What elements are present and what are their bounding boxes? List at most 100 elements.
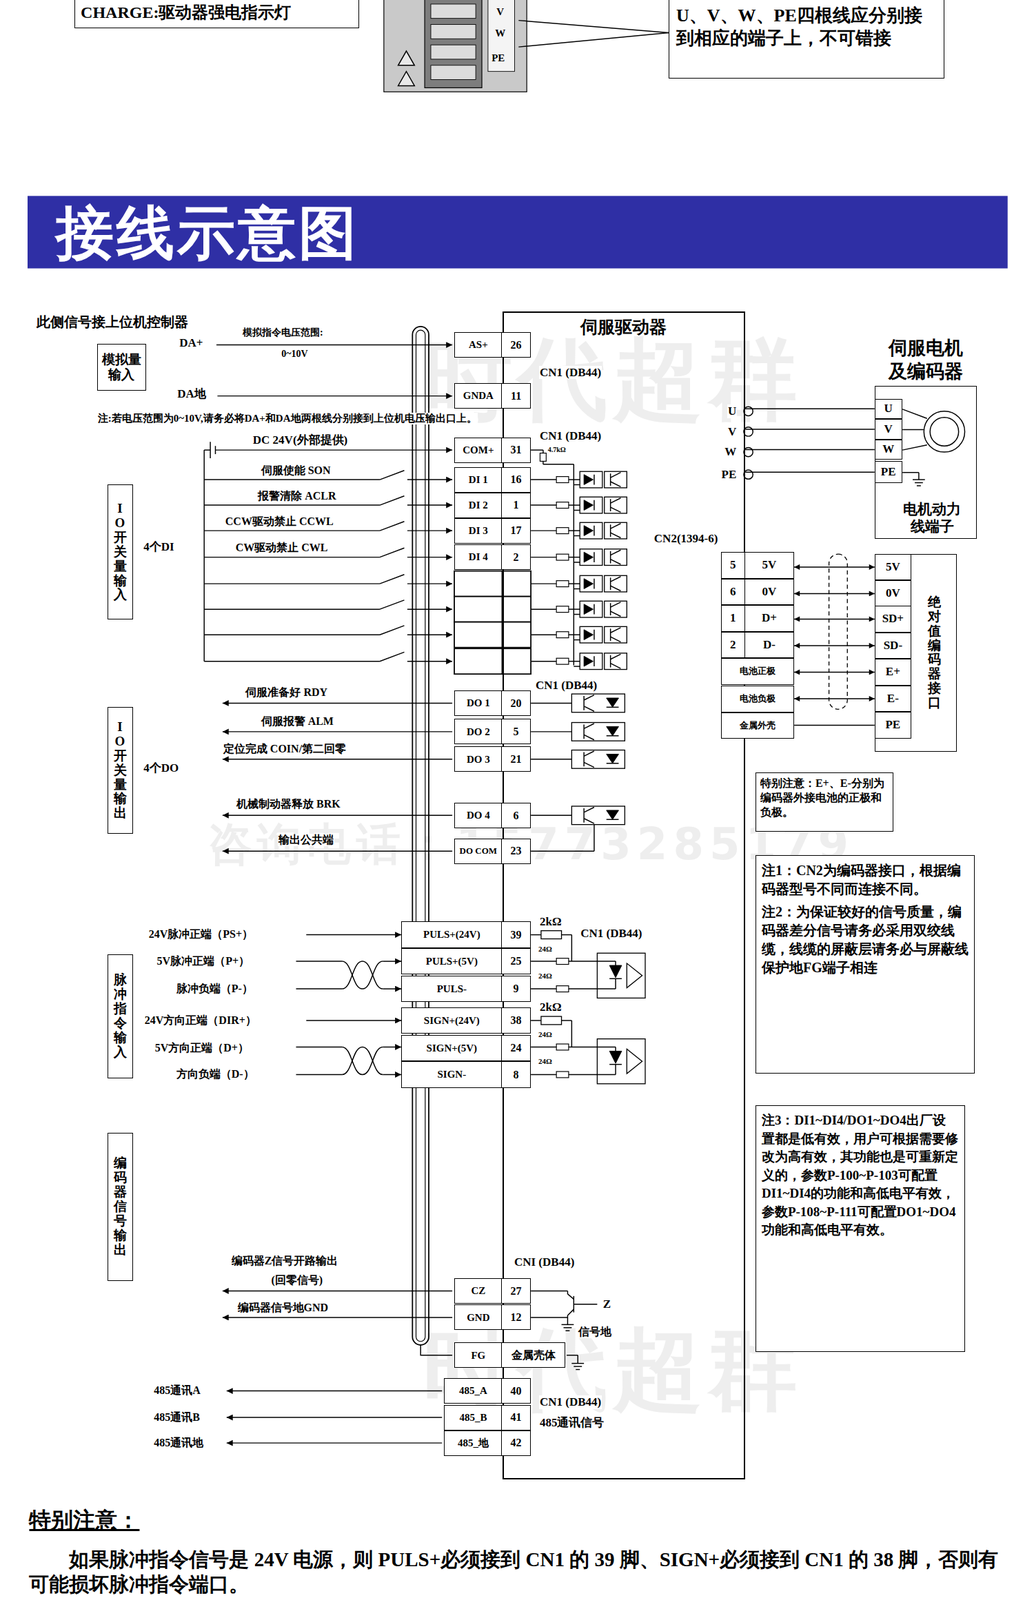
resistor-symbol — [556, 528, 569, 535]
wire — [382, 1074, 402, 1076]
pin-label: SIGN- — [401, 1061, 503, 1089]
wire — [530, 1047, 557, 1048]
motor-terminal: V — [874, 419, 903, 440]
wire — [530, 1020, 542, 1021]
switch-symbol — [379, 625, 405, 635]
terminal-screw — [430, 24, 476, 40]
wire — [566, 1355, 578, 1356]
connector — [794, 619, 875, 621]
transistor-symbol — [610, 523, 622, 529]
pin-label: DO 3 — [454, 746, 503, 773]
signal-label: 24Ω — [537, 971, 553, 981]
switch-symbol — [379, 496, 405, 506]
wire — [306, 1020, 402, 1021]
transistor-symbol — [583, 723, 595, 729]
wire — [204, 608, 380, 610]
signal-label: 信号地 — [577, 1326, 613, 1339]
wire — [530, 556, 557, 558]
led-symbol — [609, 1064, 622, 1066]
cn1-pin: GND12 — [454, 1304, 531, 1331]
pin-label: 38 — [501, 1007, 531, 1035]
ground-symbol — [916, 485, 921, 486]
resistor-symbol — [556, 502, 569, 509]
wire — [573, 1304, 597, 1305]
wire — [204, 449, 211, 451]
pin-label: 25 — [501, 948, 531, 976]
led-symbol — [606, 698, 620, 708]
signal-label: 编码器Z信号开路输出 — [230, 1255, 340, 1268]
cn2-pin: 1D+ — [721, 605, 795, 633]
transistor-symbol — [610, 663, 622, 669]
encoder-pin: SD+ — [874, 605, 912, 633]
signal-label: 注:若电压范围为0~10V,请务必将DA+和DA地两根线分别接到上位机电压输出口… — [97, 412, 478, 425]
signal-label: 伺服准备好 RDY — [244, 686, 329, 699]
wire — [573, 588, 580, 590]
signal-label: 24Ω — [537, 1030, 553, 1040]
led-symbol — [593, 656, 595, 667]
wire — [407, 556, 453, 558]
transistor-symbol — [610, 602, 622, 608]
transistor-symbol — [583, 734, 595, 740]
wire — [530, 479, 557, 480]
optocoupler-symbol — [579, 575, 603, 593]
cn1-pin: AS+26 — [454, 332, 531, 358]
signal-label: 输出公共端 — [277, 834, 335, 847]
wire — [571, 1020, 573, 1048]
switch-symbol — [379, 470, 405, 480]
wire — [382, 988, 402, 990]
pin-label: SIGN+(5V) — [401, 1035, 503, 1063]
wire — [295, 1047, 342, 1048]
signal-label: 485通讯信号 — [539, 1416, 606, 1431]
pin-label: DI 2 — [454, 492, 503, 519]
signal-label: 机械制动器释放 BRK — [235, 798, 342, 811]
pin-label: 40 — [501, 1378, 531, 1405]
led-symbol — [583, 474, 593, 486]
node-text: E- — [887, 692, 899, 706]
cn1-pin: PULS+(24V)39 — [401, 921, 531, 949]
wire — [203, 450, 205, 662]
wire — [295, 1074, 342, 1076]
node-text: E+ — [885, 665, 901, 679]
spare-pin-box — [502, 622, 531, 648]
signal-label: 报警清除 ACLR — [257, 490, 337, 503]
wire — [407, 634, 453, 635]
transistor-symbol — [610, 551, 611, 564]
node-text: CHARGE:驱动器强电指示灯 — [80, 2, 353, 23]
terminal-block — [424, 0, 482, 88]
spare-pin-box — [454, 622, 503, 648]
wire — [222, 1317, 453, 1319]
optocoupler-symbol — [571, 694, 625, 713]
pin-label: D+ — [744, 605, 795, 633]
resistor-symbol — [556, 958, 569, 966]
transistor-symbol — [610, 498, 622, 504]
ground-symbol — [561, 1324, 575, 1326]
wire — [407, 583, 453, 584]
pin-label: CZ — [454, 1278, 503, 1305]
wire — [530, 449, 544, 451]
group-label: IO开关量输出 — [107, 707, 134, 835]
wire — [530, 960, 557, 962]
pin-label: GND — [454, 1304, 503, 1331]
transistor-symbol — [583, 725, 584, 740]
pin-label: 31 — [501, 437, 531, 464]
driver-photo — [383, 0, 527, 92]
wire — [568, 1074, 616, 1076]
ground-symbol — [914, 482, 924, 484]
cn1-pin: GNDA11 — [454, 383, 531, 409]
node-text: SD+ — [882, 612, 904, 626]
wire — [530, 634, 557, 635]
signal-label: 定位完成 COIN/第二回零 — [222, 743, 347, 756]
signal-label: 2kΩ — [539, 1000, 563, 1015]
pin-label: 0V — [744, 579, 795, 606]
pin-label: DI 3 — [454, 518, 503, 544]
connector — [794, 725, 875, 727]
node-text: 模拟量输入 — [100, 352, 143, 383]
led-symbol — [606, 707, 620, 708]
node-text: 注1：CN2为编码器接口，根据编码器型号不同而连接不同。 — [761, 861, 969, 899]
cn1-pin: 485_B41 — [443, 1405, 531, 1432]
led-symbol — [583, 656, 593, 667]
optocoupler-symbol — [579, 549, 603, 566]
wire — [902, 429, 924, 431]
cable-shield — [829, 554, 848, 710]
